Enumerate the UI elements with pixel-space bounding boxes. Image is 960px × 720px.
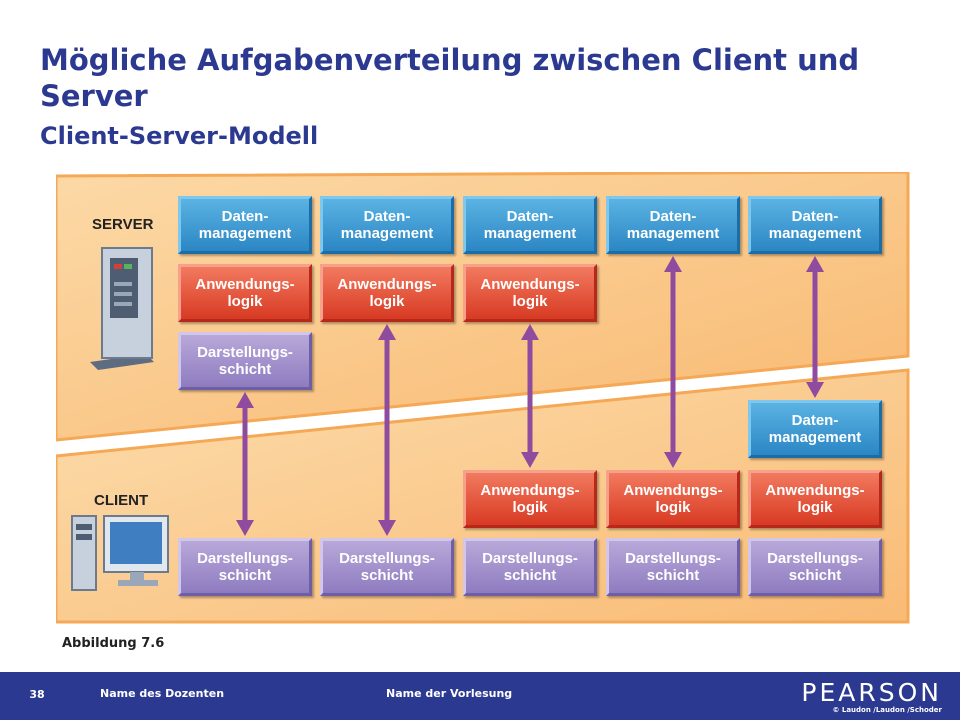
client-darstellung-box-2: Darstellungs- schicht <box>320 538 454 596</box>
server-anwendung-box-2: Anwendungs- logik <box>320 264 454 322</box>
client-label: CLIENT <box>94 492 149 509</box>
server-daten-box-1: Daten- management <box>178 196 312 254</box>
arrows-layer <box>236 256 824 536</box>
arrow-column-1 <box>236 392 254 536</box>
client-darstellung-box-1: Darstellungs- schicht <box>178 538 312 596</box>
course-name: Name der Vorlesung <box>386 687 513 700</box>
page-number: 38 <box>29 688 45 701</box>
server-label: SERVER <box>92 216 154 233</box>
lecturer-name: Name des Dozenten <box>100 687 225 700</box>
client-pc-icon <box>71 515 169 591</box>
server-daten-box-4: Daten- management <box>606 196 740 254</box>
server-daten-box-2: Daten- management <box>320 196 454 254</box>
server-darstellung-box-1: Darstellungs- schicht <box>178 332 312 390</box>
server-anwendung-box-1: Anwendungs- logik <box>178 264 312 322</box>
server-daten-box-5: Daten- management <box>748 196 882 254</box>
pearson-logo: PEARSON <box>801 678 942 707</box>
client-darstellung-box-4: Darstellungs- schicht <box>606 538 740 596</box>
client-server-diagram: SERVER CLIENT Daten- management Anwendun… <box>56 172 912 624</box>
slide-subtitle: Client-Server-Modell <box>40 122 319 150</box>
client-anwendung-box-3: Anwendungs- logik <box>463 470 597 528</box>
client-darstellung-box-3: Darstellungs- schicht <box>463 538 597 596</box>
arrow-column-3 <box>521 324 539 468</box>
server-tower-icon <box>90 247 154 370</box>
server-anwendung-box-3: Anwendungs- logik <box>463 264 597 322</box>
figure-caption: Abbildung 7.6 <box>62 636 165 651</box>
copyright-text: © Laudon /Laudon /Schoder <box>832 706 942 714</box>
client-anwendung-box-5: Anwendungs- logik <box>748 470 882 528</box>
client-daten-box-5: Daten- management <box>748 400 882 458</box>
arrow-column-4 <box>664 256 682 468</box>
footer-bar: 38 Name des Dozenten Name der Vorlesung … <box>0 672 960 720</box>
slide-title: Mögliche Aufgabenverteilung zwischen Cli… <box>40 43 860 113</box>
server-daten-box-3: Daten- management <box>463 196 597 254</box>
client-darstellung-box-5: Darstellungs- schicht <box>748 538 882 596</box>
client-anwendung-box-4: Anwendungs- logik <box>606 470 740 528</box>
arrow-column-2 <box>378 324 396 536</box>
arrow-column-5 <box>806 256 824 398</box>
